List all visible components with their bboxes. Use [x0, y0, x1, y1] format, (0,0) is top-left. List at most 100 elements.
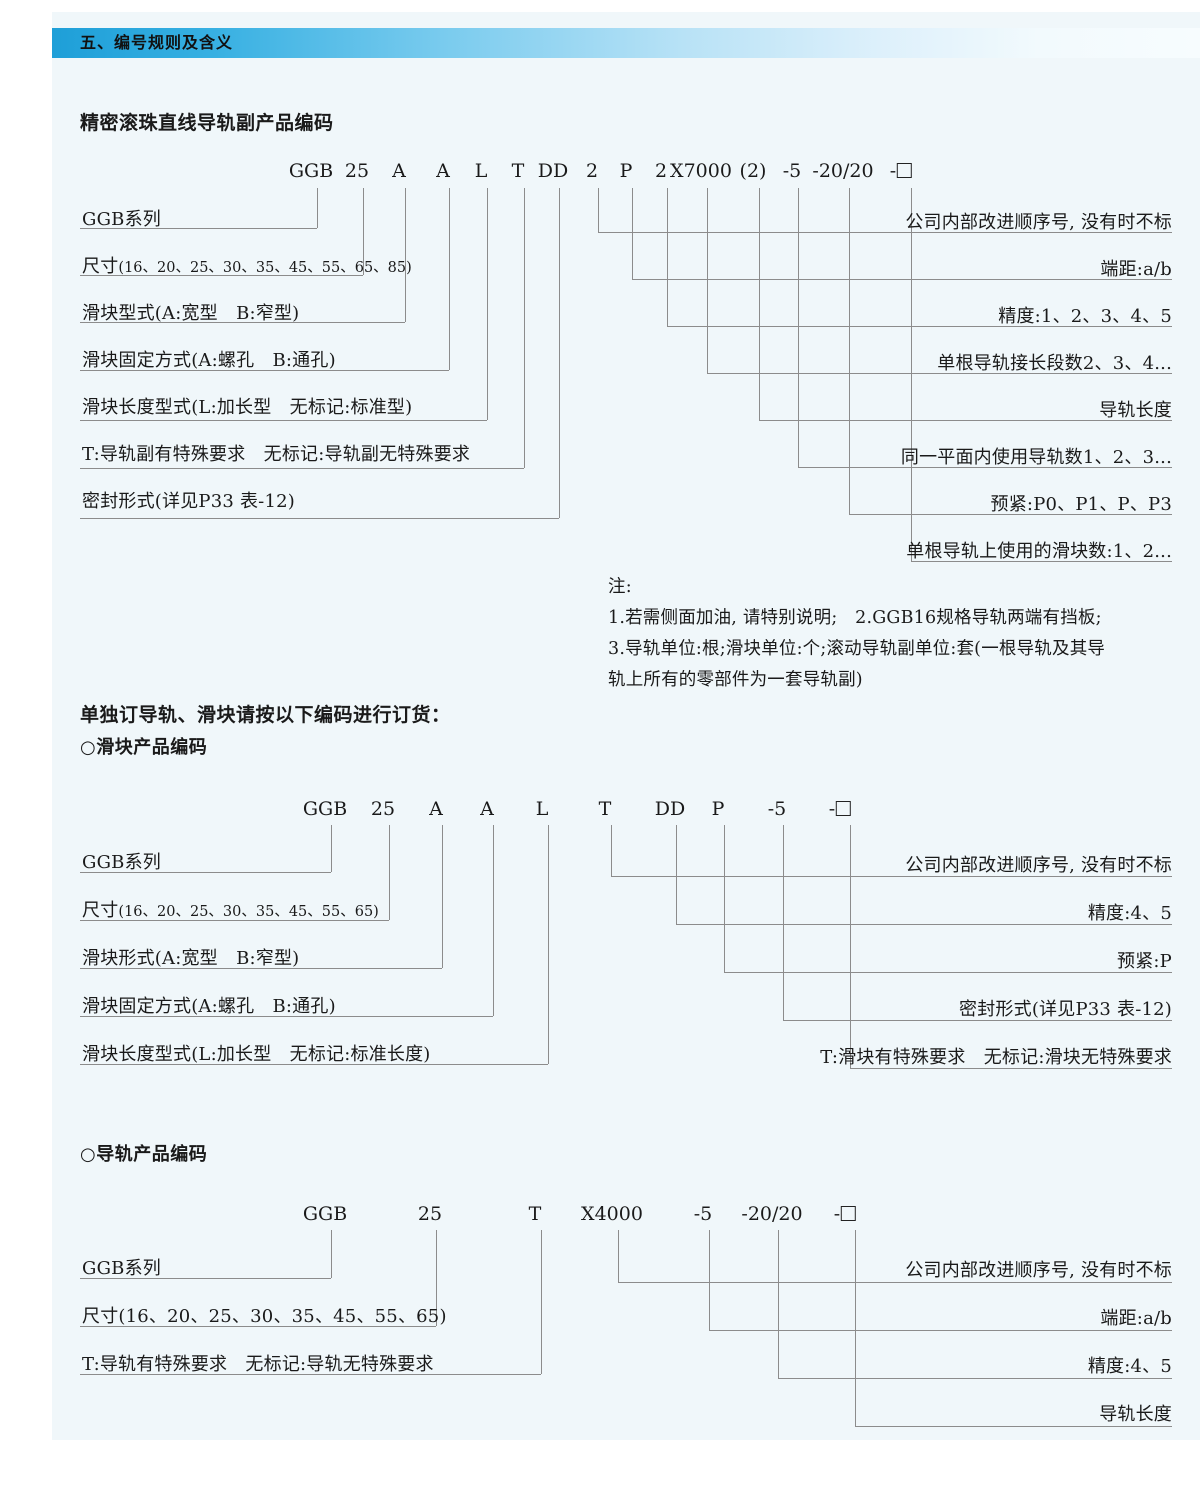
leader-hline [667, 326, 1172, 327]
code-token: DD [654, 798, 686, 820]
leader-hline [80, 1016, 493, 1017]
leader-hline [850, 1068, 1172, 1069]
diagram-label: 尺寸(16、20、25、30、35、45、55、65) [82, 900, 379, 921]
leader-hline [783, 1020, 1172, 1021]
code-token: P [711, 798, 725, 820]
diagram-label: 密封形式(详见P33 表-12) [82, 491, 295, 512]
code-token: -5 [782, 160, 802, 182]
leader-vline [724, 825, 725, 972]
diagram-label: 精度:4、5 [1087, 903, 1172, 924]
code-token: GGB [288, 160, 334, 182]
leader-vline [317, 188, 318, 228]
leader-vline [611, 825, 612, 876]
leader-vline [778, 1230, 779, 1378]
leader-vline [363, 188, 364, 275]
note-line: 3.导轨单位:根;滑块单位:个;滚动导轨副单位:套(一根导轨及其导 [608, 639, 1106, 659]
code-token: T [528, 1203, 542, 1225]
leader-hline [80, 1374, 541, 1375]
code-token: A [429, 798, 443, 820]
section2-subtitle: ○滑块产品编码 [80, 737, 208, 758]
diagram-label: 滑块固定方式(A:螺孔 B:通孔) [82, 996, 336, 1017]
page-sheet [52, 12, 1200, 1440]
diagram-label: GGB系列 [82, 1258, 161, 1279]
leader-vline [632, 188, 633, 279]
code-token: -5 [767, 798, 787, 820]
diagram-label: 滑块型式(A:宽型 B:窄型) [82, 303, 300, 324]
leader-hline [798, 467, 1172, 468]
code-token: A [392, 160, 406, 182]
diagram-label: 滑块形式(A:宽型 B:窄型) [82, 948, 300, 969]
leader-hline [707, 373, 1172, 374]
leader-hline [80, 518, 559, 519]
diagram-label: 导轨长度 [1099, 1404, 1172, 1425]
diagram-label: 尺寸(16、20、25、30、35、45、55、65) [82, 1306, 447, 1327]
diagram-label: 公司内部改进顺序号, 没有时不标 [905, 1260, 1172, 1281]
diagram-label: 公司内部改进顺序号, 没有时不标 [905, 855, 1172, 876]
leader-vline [559, 188, 560, 518]
code-token: GGB [302, 1203, 348, 1225]
leader-vline [676, 825, 677, 924]
code-token: A [436, 160, 450, 182]
leader-hline [80, 1064, 548, 1065]
leader-vline [487, 188, 488, 420]
code-token: 25 [417, 1203, 443, 1225]
section2-title: 单独订导轨、滑块请按以下编码进行订货： [80, 704, 451, 726]
code-token: 25 [344, 160, 370, 182]
diagram-label: 单根导轨接长段数2、3、4... [937, 353, 1172, 374]
diagram-label: 预紧:P0、P1、P、P3 [990, 494, 1172, 515]
page-title: 五、编号规则及含义 [80, 33, 234, 52]
leader-vline [524, 188, 525, 468]
note-line: 1.若需侧面加油, 请特别说明; 2.GGB16规格导轨两端有挡板; [608, 608, 1102, 628]
diagram-label: T:导轨副有特殊要求 无标记:导轨副无特殊要求 [82, 444, 471, 465]
leader-vline [855, 1230, 856, 1426]
diagram-label: GGB系列 [82, 852, 161, 873]
leader-hline [80, 322, 405, 323]
leader-hline [632, 279, 1172, 280]
diagram-label: 公司内部改进顺序号, 没有时不标 [905, 212, 1172, 233]
code-token: L [535, 798, 549, 820]
empty-box-glyph [897, 163, 913, 178]
code-token: P [619, 160, 633, 182]
leader-hline [80, 370, 449, 371]
section3-subtitle: ○导轨产品编码 [80, 1144, 208, 1165]
code-token: - [834, 1203, 857, 1225]
leader-vline [449, 188, 450, 370]
leader-hline [80, 228, 317, 229]
leader-hline [80, 872, 331, 873]
code-token: -20/20 [741, 1203, 803, 1225]
diagram-label: 同一平面内使用导轨数1、2、3... [900, 447, 1172, 468]
leader-vline [618, 1230, 619, 1282]
leader-hline [618, 1282, 1172, 1283]
section-header-bar [52, 28, 1200, 58]
leader-hline [676, 924, 1172, 925]
diagram-label: 精度:4、5 [1087, 1356, 1172, 1377]
leader-hline [80, 275, 363, 276]
diagram-label: 密封形式(详见P33 表-12) [959, 999, 1172, 1020]
leader-vline [598, 188, 599, 232]
leader-vline [493, 825, 494, 1016]
leader-vline [442, 825, 443, 968]
leader-vline [331, 825, 332, 872]
leader-vline [759, 188, 760, 420]
diagram-label: 端距:a/b [1100, 1308, 1172, 1329]
code-token: DD [537, 160, 569, 182]
diagram-label: T:导轨有特殊要求 无标记:导轨无特殊要求 [82, 1354, 434, 1375]
diagram-label: 滑块固定方式(A:螺孔 B:通孔) [82, 350, 336, 371]
diagram-label-detail: (16、20、25、30、35、45、55、65、85) [118, 260, 412, 276]
leader-vline [849, 188, 850, 514]
code-token: T [598, 798, 612, 820]
code-token: A [480, 798, 494, 820]
leader-hline [849, 514, 1172, 515]
leader-vline [331, 1230, 332, 1278]
diagram-label-detail: (16、20、25、30、35、45、55、65) [118, 904, 379, 920]
leader-hline [611, 876, 1172, 877]
leader-hline [709, 1330, 1172, 1331]
leader-vline [436, 1230, 437, 1326]
leader-hline [80, 920, 389, 921]
diagram-label: 滑块长度型式(L:加长型 无标记:标准型) [82, 397, 413, 418]
code-token: 25 [370, 798, 396, 820]
diagram-label: 尺寸(16、20、25、30、35、45、55、65、85) [82, 256, 412, 277]
code-token: GGB [302, 798, 348, 820]
leader-vline [783, 825, 784, 1020]
leader-vline [541, 1230, 542, 1374]
